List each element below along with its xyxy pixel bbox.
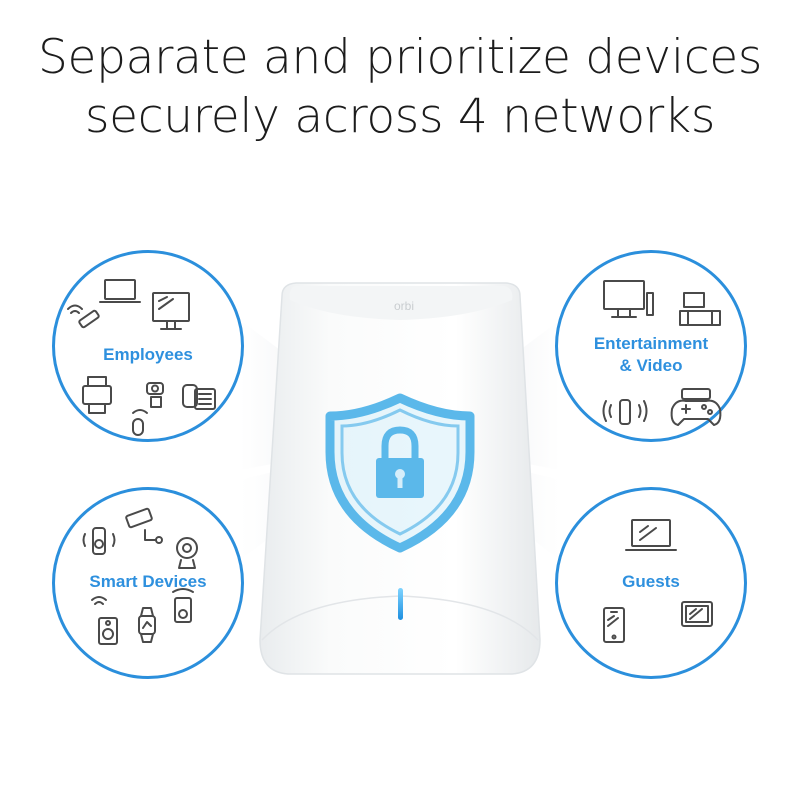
webcam-icon bbox=[146, 382, 164, 408]
network-label-guests: Guests bbox=[622, 572, 680, 591]
network-label-entertainment-line-1: Entertainment bbox=[593, 334, 709, 353]
speaker-icon bbox=[602, 399, 648, 425]
network-circle-entertainment: Entertainment & Video bbox=[555, 250, 747, 442]
printer-icon bbox=[82, 376, 112, 414]
network-circle-guests: Guests bbox=[555, 487, 747, 679]
router-brand-mark: orbi bbox=[394, 299, 414, 313]
router-top bbox=[289, 286, 513, 320]
smart-speaker-icon bbox=[82, 527, 116, 555]
headline: Separate and prioritize devices securely… bbox=[0, 28, 800, 146]
headline-line-2: securely across 4 networks bbox=[84, 89, 716, 144]
media-center-icon bbox=[679, 292, 721, 326]
tv-icon bbox=[603, 280, 654, 318]
desk-phone-icon bbox=[182, 384, 216, 410]
network-label-employees: Employees bbox=[103, 345, 193, 364]
laptop-icon bbox=[99, 279, 141, 303]
smart-cam-icon bbox=[176, 537, 198, 569]
laptop-icon bbox=[625, 519, 677, 551]
tablet-icon bbox=[681, 601, 713, 627]
network-circle-employees: Employees bbox=[52, 250, 244, 442]
game-controller-icon bbox=[670, 388, 722, 426]
smartwatch-icon bbox=[138, 607, 156, 643]
network-label-entertainment: Entertainment & Video bbox=[558, 333, 744, 377]
mouse-icon bbox=[132, 409, 148, 436]
network-label-smart-devices: Smart Devices bbox=[89, 572, 207, 591]
headline-line-1: Separate and prioritize devices bbox=[37, 30, 763, 85]
monitor-icon bbox=[152, 292, 190, 330]
security-camera-icon bbox=[125, 507, 163, 544]
tablet-speaker-icon bbox=[172, 588, 194, 623]
usb-drive-icon bbox=[67, 304, 100, 329]
speaker-icon bbox=[91, 596, 118, 645]
shield-lock-icon bbox=[325, 393, 475, 553]
phone-icon bbox=[603, 607, 625, 643]
network-label-entertainment-line-2: & Video bbox=[619, 356, 683, 375]
network-circle-smart-devices: Smart Devices bbox=[52, 487, 244, 679]
router-led bbox=[398, 588, 403, 620]
